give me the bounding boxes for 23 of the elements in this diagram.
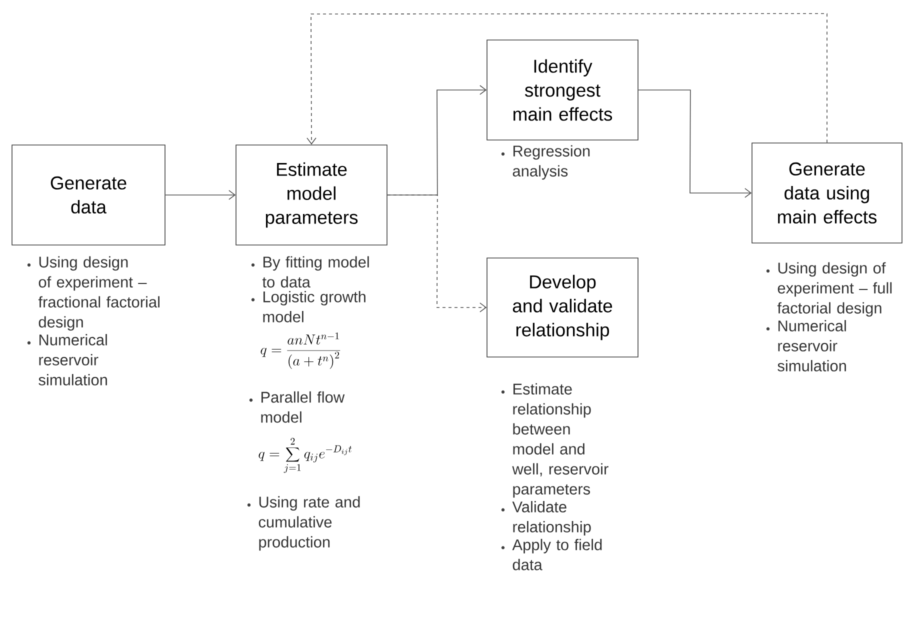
bullet-text: Apply to field data — [512, 538, 602, 570]
bullet-text: Using design of experiment – fractional factorial design — [38, 256, 160, 331]
process-box: Develop and validate relationship — [486, 258, 638, 358]
formula: $q=\frac{anNt^{n-1}}{\left(a+t^{n}\right)^{2}}$ — [260, 332, 340, 369]
arrow — [387, 194, 487, 312]
bullet-text: Numerical reservoir simulation — [38, 334, 107, 386]
formula: $q=\sum_{j=1}^{2} q_{ij}e^{-D_{ij}t}$ — [258, 438, 352, 473]
arrow — [165, 190, 236, 200]
bullet-text: Using rate and cumulative production — [258, 496, 360, 551]
process-box: Estimate model parameters — [236, 144, 388, 246]
bullet-text: Regression analysis — [512, 145, 590, 180]
bullet-text: Numerical reservoir simulation — [778, 320, 846, 372]
arrow — [306, 13, 828, 145]
bullet-text: Using design of experiment – full factorial design — [777, 262, 892, 317]
bullet-text: Estimate relationship between model and well, reservoir parameters — [512, 383, 608, 498]
process-box: Identify strongest main effects — [486, 40, 638, 140]
process-box: Generate data using main effects — [752, 142, 902, 244]
bullet-text: Parallel flow model — [261, 391, 345, 423]
bullet-text: Logistic growth model — [263, 290, 366, 322]
bullet-text: By fitting model to data — [262, 256, 369, 288]
arrow — [638, 90, 752, 198]
bullet-text: Validate relationship — [512, 501, 591, 536]
process-box: Generate data — [12, 144, 166, 246]
